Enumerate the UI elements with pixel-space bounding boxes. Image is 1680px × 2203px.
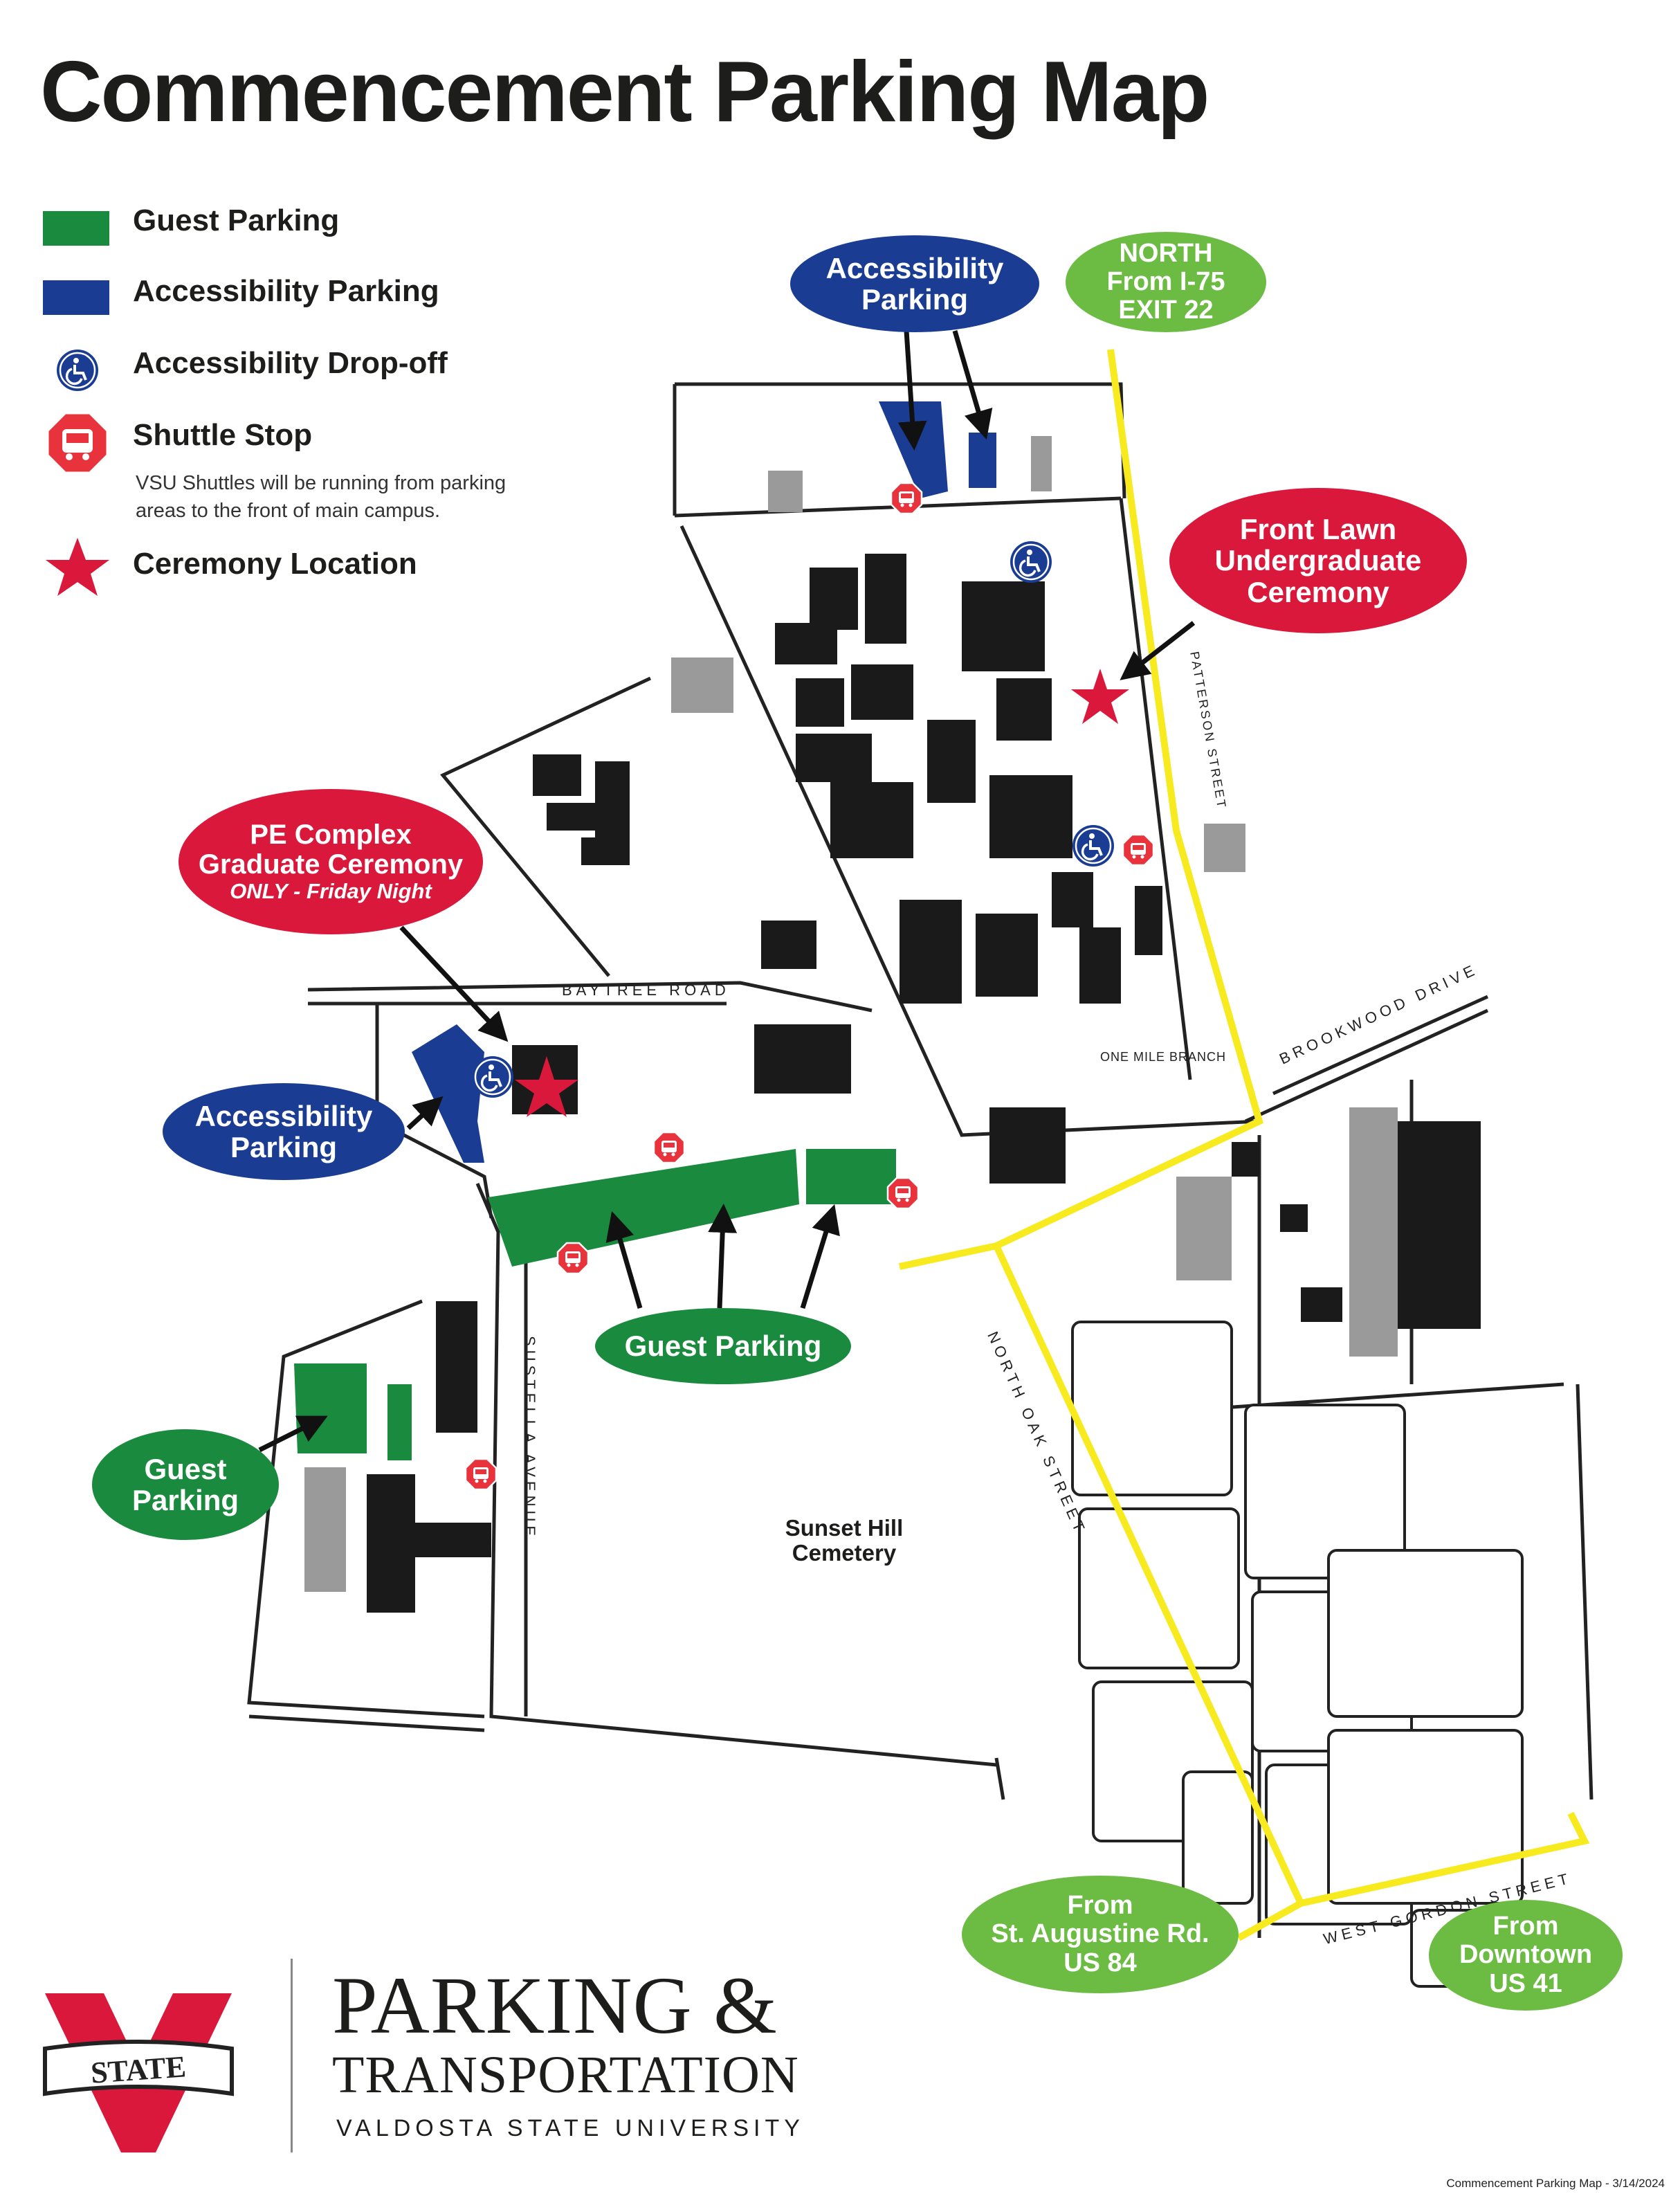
brand-line-3: VALDOSTA STATE UNIVERSITY [336,2115,805,2141]
legend-accessibility-parking: Accessibility Parking [133,274,439,308]
footnote: Commencement Parking Map - 3/14/2024 [1446,2177,1665,2190]
legend-guest-parking: Guest Parking [133,203,340,237]
star-icon [1071,669,1129,724]
wheelchair-icon [55,348,100,392]
wheelchair-icon [1071,824,1115,868]
accessibility-parking-swatch [43,280,109,315]
legend-ceremony-location: Ceremony Location [133,547,417,581]
bus-icon [556,1242,590,1275]
footer-divider [291,1959,293,2152]
bus-icon [652,1131,686,1164]
page-title: Commencement Parking Map [40,44,1209,140]
street-baytree: BAYTREE ROAD [562,981,730,999]
callout-guest-center: Guest Parking [595,1308,851,1384]
bus-icon [1122,833,1155,867]
callout-downtown: From Downtown US 41 [1429,1900,1623,2011]
legend-shuttle-stop: Shuttle Stop [133,418,313,452]
wheelchair-icon [1009,540,1053,584]
brand-line-2: TRANSPORTATION [332,2046,799,2104]
callout-north: NORTH From I-75 EXIT 22 [1066,232,1266,332]
street-sustella: SUSTELLA AVENUE [521,1336,538,1541]
callout-front-lawn: Front Lawn Undergraduate Ceremony [1169,488,1467,633]
brand-line-1: PARKING & [332,1960,778,2051]
legend-accessibility-dropoff: Accessibility Drop-off [133,346,448,380]
callout-pe-complex: PE Complex Graduate Ceremony ONLY - Frid… [179,789,483,934]
cemetery-label: Sunset Hill Cemetery [785,1515,904,1566]
guest-parking-swatch [43,211,109,246]
street-one-mile: ONE MILE BRANCH [1100,1050,1227,1064]
callout-accessibility-left: Accessibility Parking [163,1083,405,1180]
callout-accessibility-top: Accessibility Parking [790,235,1039,332]
bus-icon [890,482,923,515]
vsu-logo [43,1993,234,2152]
legend-shuttle-note: VSU Shuttles will be running from parkin… [136,472,506,522]
star-icon [515,1056,578,1117]
callout-guest-left: Guest Parking [92,1429,279,1540]
bus-icon [886,1177,920,1210]
bus-icon [464,1458,497,1491]
star-icon [46,538,109,596]
callout-st-augustine: From St. Augustine Rd. US 84 [962,1876,1239,1993]
bus-icon [47,413,108,473]
wheelchair-icon [471,1055,515,1099]
